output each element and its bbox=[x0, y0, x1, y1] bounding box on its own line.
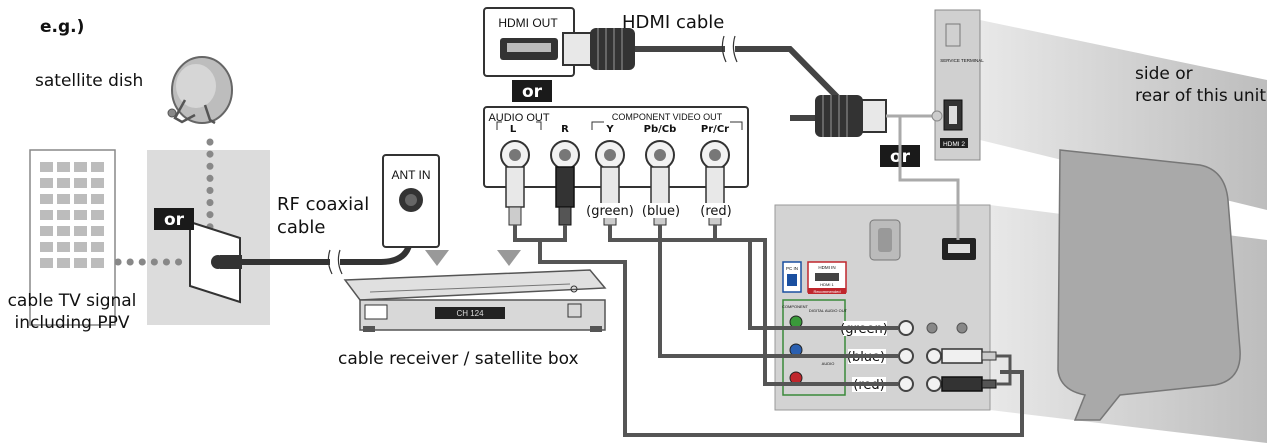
cable-tv-label-line1: cable TV signal bbox=[8, 291, 137, 311]
comp-pb-label: Pb/Cb bbox=[644, 124, 677, 135]
side-view-beam bbox=[980, 20, 1267, 210]
hdmi1-label: HDMI 1 bbox=[820, 282, 834, 287]
arrow-down-outputs bbox=[497, 250, 521, 266]
component-out-label: COMPONENT VIDEO OUT bbox=[612, 112, 723, 122]
audio-l-label: L bbox=[510, 124, 517, 135]
audio-r-label: R bbox=[561, 124, 569, 135]
hdmi-out-label: HDMI OUT bbox=[498, 16, 558, 30]
audio-jack-label: AUDIO bbox=[822, 361, 835, 366]
hdmi-cable-label: HDMI cable bbox=[622, 12, 724, 33]
comp-pr-label: Pr/Cr bbox=[701, 124, 729, 135]
rear-audio-jack-r bbox=[926, 376, 942, 392]
example-label: e.g.) bbox=[40, 17, 84, 37]
tv-body-silhouette bbox=[1057, 149, 1241, 421]
rf-cable-break bbox=[327, 249, 343, 275]
or-label-hdmi: or bbox=[522, 82, 543, 102]
component-box bbox=[782, 299, 846, 396]
cable-receiver-box: CH 124 bbox=[343, 269, 607, 332]
pc-in-label: PC IN bbox=[786, 266, 798, 271]
audio-out-label: AUDIO OUT bbox=[488, 112, 549, 124]
rear-audio-plugs bbox=[941, 348, 1012, 392]
hdmi-branch-lines bbox=[886, 114, 960, 240]
tv-side-panel bbox=[934, 9, 981, 161]
receiver-label: cable receiver / satellite box bbox=[338, 349, 579, 369]
hdmi2-badge bbox=[940, 138, 968, 148]
or-badge-antenna: or bbox=[154, 208, 194, 230]
component-label: COMPONENT bbox=[782, 304, 809, 309]
or-badge-hdmi: or bbox=[512, 80, 552, 102]
rear-jack-green bbox=[898, 320, 914, 336]
receiver-display: CH 124 bbox=[456, 309, 484, 318]
hdmi2-label: HDMI 2 bbox=[943, 141, 965, 148]
hdmi-cable bbox=[562, 28, 887, 137]
side-rear-label-line1: side or bbox=[1135, 64, 1193, 84]
rca-plugs bbox=[500, 140, 730, 226]
av-cables bbox=[513, 225, 1024, 437]
hdmi-in-label: HDMI IN bbox=[818, 265, 835, 270]
cable-tv-label-line2: including PPV bbox=[15, 313, 130, 333]
plug-label-green: (green) bbox=[586, 204, 634, 219]
rear-jack-red bbox=[898, 376, 914, 392]
plug-label-blue: (blue) bbox=[642, 204, 680, 219]
recommended-label: Recommended bbox=[813, 289, 840, 294]
comp-y-label: Y bbox=[605, 124, 614, 135]
rf-coaxial-label-line1: RF coaxial bbox=[277, 194, 369, 215]
rf-coaxial-label-line2: cable bbox=[277, 217, 325, 238]
building-windows bbox=[40, 162, 104, 268]
plug-label-red: (red) bbox=[700, 204, 731, 219]
arrow-down-ant bbox=[425, 250, 449, 266]
ant-in-label: ANT IN bbox=[391, 168, 430, 182]
service-terminal-label: SERVICE TERMINAL bbox=[940, 58, 984, 63]
digital-audio-label: DIGITAL AUDIO OUT bbox=[809, 308, 848, 313]
side-rear-label-line2: rear of this unit bbox=[1135, 86, 1266, 106]
rear-audio-jack-l bbox=[926, 348, 942, 364]
satellite-dish-label: satellite dish bbox=[35, 71, 143, 91]
rear-jack-blue bbox=[898, 348, 914, 364]
service-terminal-port bbox=[945, 23, 961, 47]
or-label-antenna: or bbox=[164, 210, 185, 230]
satellite-dish-icon bbox=[167, 56, 233, 125]
